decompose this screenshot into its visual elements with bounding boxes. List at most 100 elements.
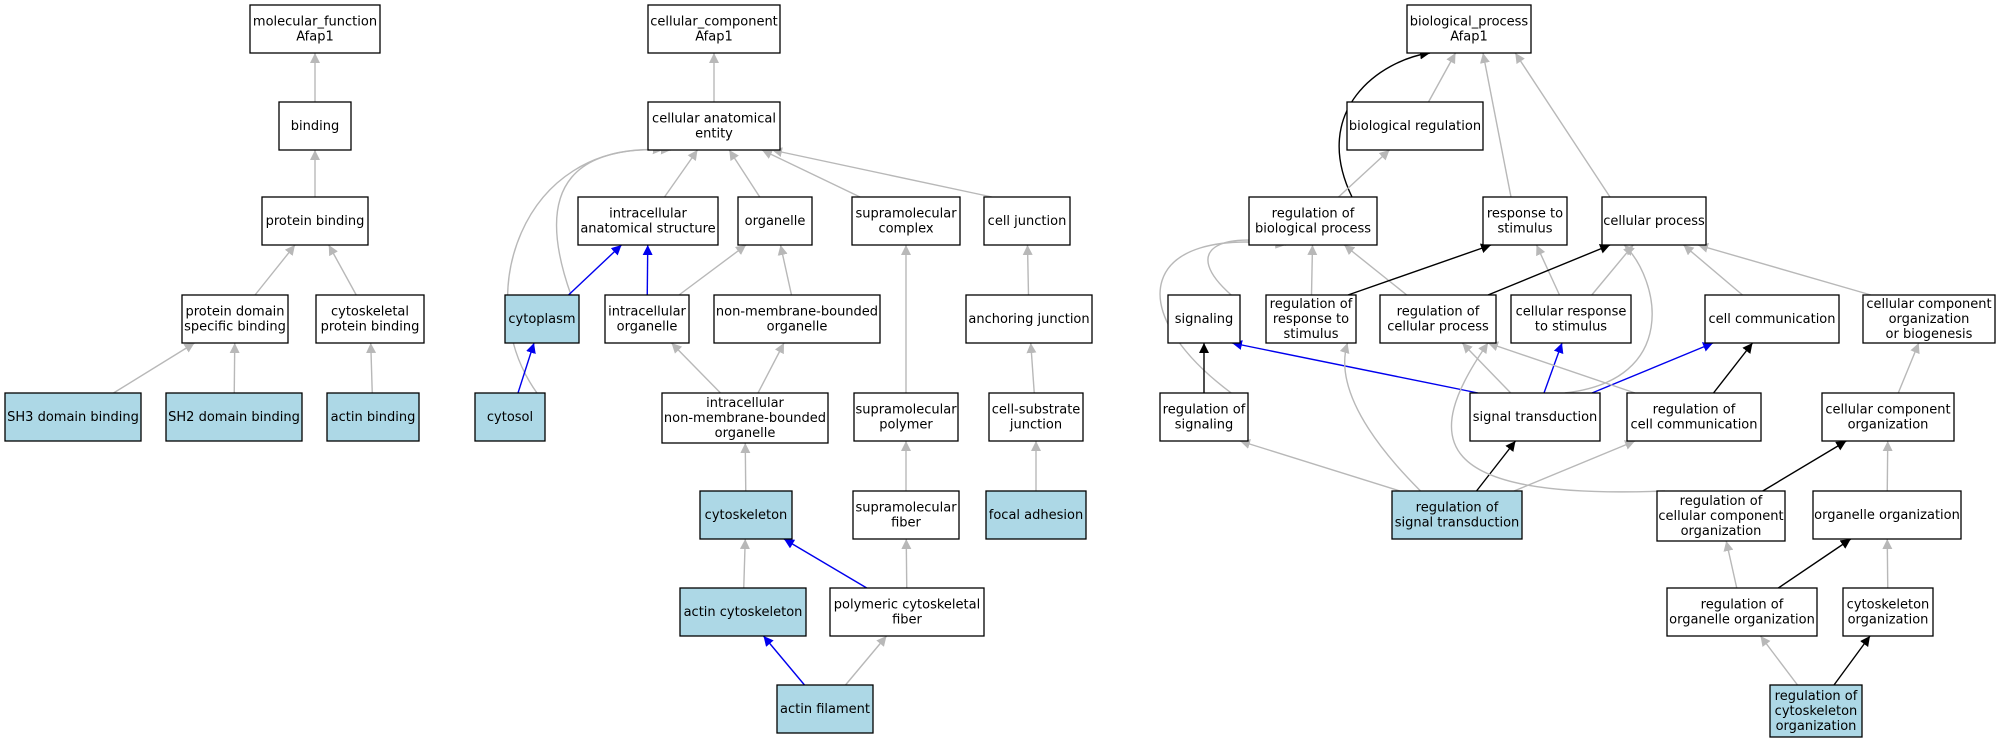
node-protein-binding[interactable]: protein binding <box>261 196 369 246</box>
node-cytoplasm[interactable]: cytoplasm <box>504 294 580 344</box>
node-label-line: entity <box>695 127 733 142</box>
edge-is_a-cellular_component_organization-to-cellular_component_organization_or_biogenesis <box>1897 342 1920 394</box>
edge-is_a-actin_filament-to-polymeric_cytoskeletal_fiber <box>844 635 888 686</box>
node-signal-transduction[interactable]: signal transduction <box>1469 392 1601 442</box>
edge-is_a-organelle_organization-to-cellular_component_organization <box>1882 440 1893 492</box>
node-box <box>1265 294 1357 344</box>
node-label-line: supramolecular <box>855 207 957 222</box>
edge-is_a-protein_domain_specific_binding-to-protein_binding <box>254 244 296 296</box>
node-actin-cytoskeleton[interactable]: actin cytoskeleton <box>679 587 807 637</box>
edge-is_a-anchoring_junction-to-cell_junction <box>1022 244 1033 296</box>
node-focal-adhesion[interactable]: focal adhesion <box>985 490 1087 540</box>
node-cell-communication[interactable]: cell communication <box>1704 294 1840 344</box>
node-label-line: stimulus <box>1497 222 1552 237</box>
node-box <box>315 294 425 344</box>
node-sh2-domain-binding[interactable]: SH2 domain binding <box>165 392 303 442</box>
node-cellular-process[interactable]: cellular process <box>1601 196 1707 246</box>
node-label-line: protein domain <box>185 305 284 320</box>
node-binding[interactable]: binding <box>278 101 352 151</box>
edge-is_a-cytoskeleton-to-intracellular_nmb_organelle <box>740 442 751 492</box>
edge-regulates-regulation_of_biological_process-to-bp_root <box>1338 49 1431 198</box>
edge-is_a-cell_communication-to-cellular_process <box>1683 244 1743 296</box>
node-label-line: specific binding <box>184 320 286 335</box>
node-actin-binding[interactable]: actin binding <box>326 392 420 442</box>
node-cytoskeleton[interactable]: cytoskeleton <box>699 490 793 540</box>
node-biological-regulation[interactable]: biological regulation <box>1346 101 1484 151</box>
edge-regulates-regulation_of_cellular_process-to-cellular_process <box>1487 244 1611 296</box>
node-label-line: protein binding <box>321 320 420 335</box>
edge-is_a-regulation_of_response_to_stimulus-to-regulation_of_biological_process <box>1307 244 1318 296</box>
node-label-line: cell communication <box>1708 312 1835 327</box>
node-box <box>1821 392 1955 442</box>
node-label-line: Afap1 <box>1450 30 1488 45</box>
edge-is_a-cytoskeleton_organization-to-organelle_organization <box>1882 538 1893 589</box>
edge-is_a-intracellular_organelle-to-organelle <box>678 244 747 296</box>
node-label-line: response to <box>1273 312 1349 327</box>
node-label-line: binding <box>291 119 339 134</box>
node-label-line: or biogenesis <box>1886 327 1973 342</box>
node-box <box>852 490 960 540</box>
node-box <box>604 294 690 344</box>
node-box <box>983 196 1071 246</box>
node-box <box>1482 196 1568 246</box>
node-cell-junction[interactable]: cell junction <box>983 196 1071 246</box>
node-anchoring-junction[interactable]: anchoring junction <box>965 294 1093 344</box>
node-organelle-organization[interactable]: organelle organization <box>1812 490 1962 540</box>
node-organelle[interactable]: organelle <box>737 196 813 246</box>
edge-is_a-actin_binding-to-cytoskeletal_protein_binding <box>366 342 377 394</box>
node-label-line: biological_process <box>1410 15 1529 30</box>
node-label-line: complex <box>878 222 933 237</box>
node-label-line: organization <box>1848 418 1929 433</box>
node-label-line: intracellular <box>608 305 686 320</box>
edge-is_a-cytoskeletal_protein_binding-to-protein_binding <box>328 244 357 296</box>
node-label-line: response to <box>1487 207 1563 222</box>
node-box <box>326 392 420 442</box>
node-box <box>1379 294 1497 344</box>
node-label-line: polymer <box>879 418 933 433</box>
node-box <box>1656 490 1786 542</box>
node-actin-filament[interactable]: actin filament <box>776 684 874 734</box>
node-intracellular-nmb-organelle[interactable]: intracellularnon-membrane-boundedorganel… <box>661 392 829 444</box>
node-cytosol[interactable]: cytosol <box>474 392 546 442</box>
node-label-line: to stimulus <box>1535 320 1607 335</box>
node-label-line: cytoskeletal <box>331 305 409 320</box>
node-box <box>853 392 959 442</box>
edge-is_a-actin_cytoskeleton-to-cytoskeleton <box>739 538 750 589</box>
node-label-line: organization <box>1889 312 1970 327</box>
edge-is_a-intracellular_nmb_organelle-to-non_membrane_bounded_organelle <box>757 342 785 394</box>
node-label-line: signaling <box>1175 418 1234 433</box>
node-signaling[interactable]: signaling <box>1167 294 1241 344</box>
node-box <box>1704 294 1840 344</box>
node-sh3-domain-binding[interactable]: SH3 domain binding <box>4 392 142 442</box>
node-box <box>679 587 807 637</box>
node-box <box>988 392 1084 442</box>
